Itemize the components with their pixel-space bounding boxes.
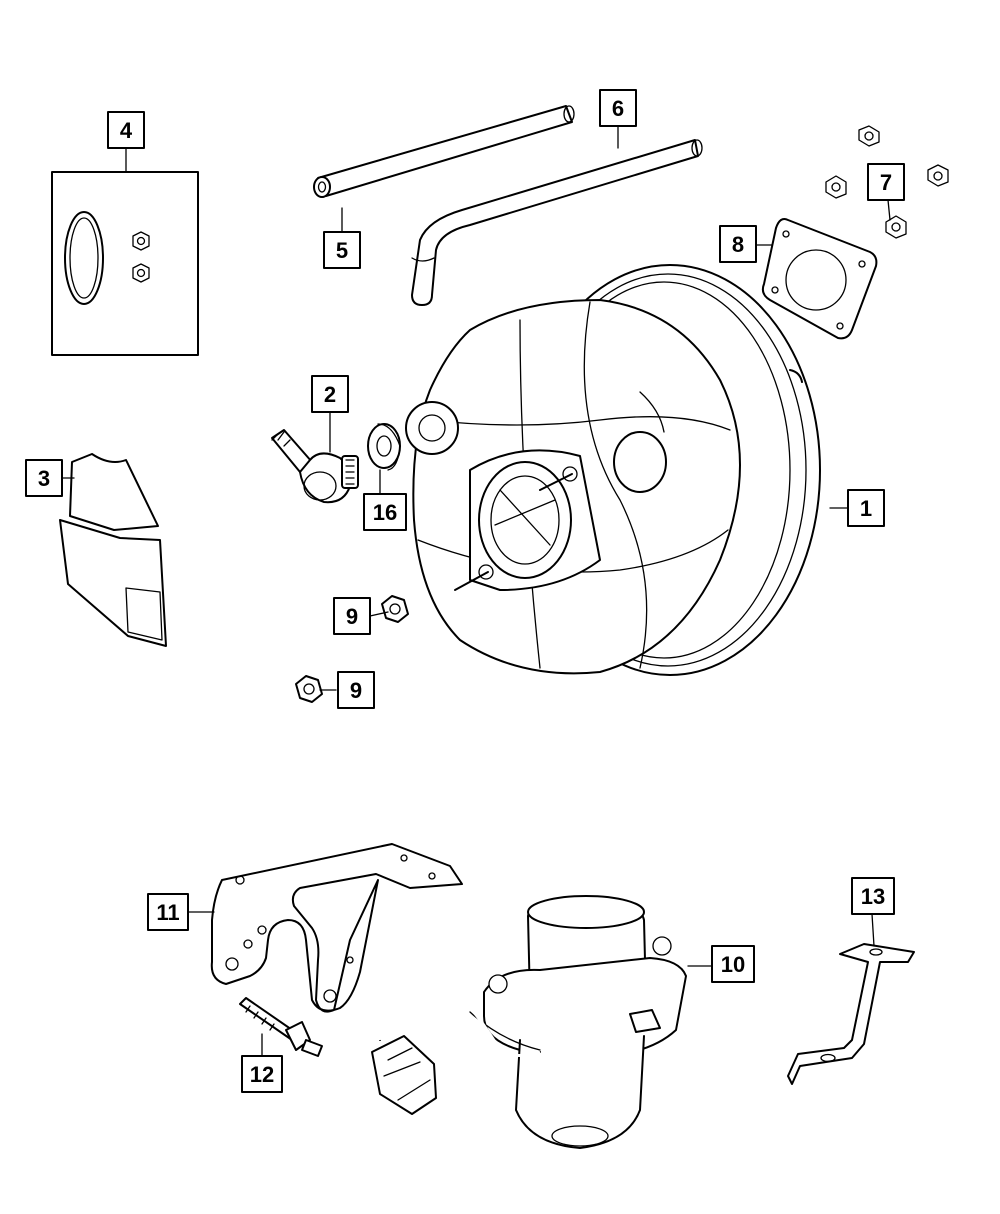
callout-10: 10 (711, 945, 755, 983)
part-8-gasket (761, 218, 878, 340)
callout-11-label: 11 (156, 900, 179, 925)
part-16-grommet (367, 423, 401, 471)
callout-11: 11 (147, 893, 189, 931)
callout-16: 16 (363, 493, 407, 531)
callout-10-label: 10 (721, 952, 745, 977)
callout-6-label: 6 (612, 96, 624, 121)
callout-1-label: 1 (860, 496, 872, 521)
part-13-bracket (787, 943, 915, 1085)
callout-7-label: 7 (880, 170, 892, 195)
part-1-brake-booster (405, 264, 821, 676)
part-4-seal-kit (51, 171, 199, 356)
callout-7: 7 (867, 163, 905, 201)
callout-13-label: 13 (861, 884, 885, 909)
callout-5: 5 (323, 231, 361, 269)
callout-16-label: 16 (373, 500, 397, 525)
callout-3-label: 3 (38, 466, 50, 491)
callout-8: 8 (719, 225, 757, 263)
part-11-bracket (210, 843, 463, 1013)
part-2-check-valve (271, 429, 359, 504)
part-3-shield (59, 453, 167, 647)
callout-12: 12 (241, 1055, 283, 1093)
callout-4: 4 (107, 111, 145, 149)
callout-6: 6 (599, 89, 637, 127)
callout-8-label: 8 (732, 232, 744, 257)
callout-12-label: 12 (250, 1062, 274, 1087)
part-10-vacuum-pump (371, 895, 687, 1149)
callout-9b: 9 (337, 671, 375, 709)
callout-3: 3 (25, 459, 63, 497)
part-5-vacuum-hose (313, 105, 575, 198)
callout-9a-label: 9 (346, 604, 358, 629)
callout-1: 1 (847, 489, 885, 527)
part-6-vacuum-tube (411, 139, 703, 306)
callout-9a: 9 (333, 597, 371, 635)
callout-5-label: 5 (336, 238, 348, 263)
part-9-nuts (295, 595, 409, 703)
part-7-nuts (825, 125, 949, 239)
callout-2: 2 (311, 375, 349, 413)
part-12-stud (239, 997, 323, 1057)
callout-13: 13 (851, 877, 895, 915)
callout-4-label: 4 (120, 118, 133, 143)
callout-2-label: 2 (324, 382, 336, 407)
callout-9b-label: 9 (350, 678, 362, 703)
